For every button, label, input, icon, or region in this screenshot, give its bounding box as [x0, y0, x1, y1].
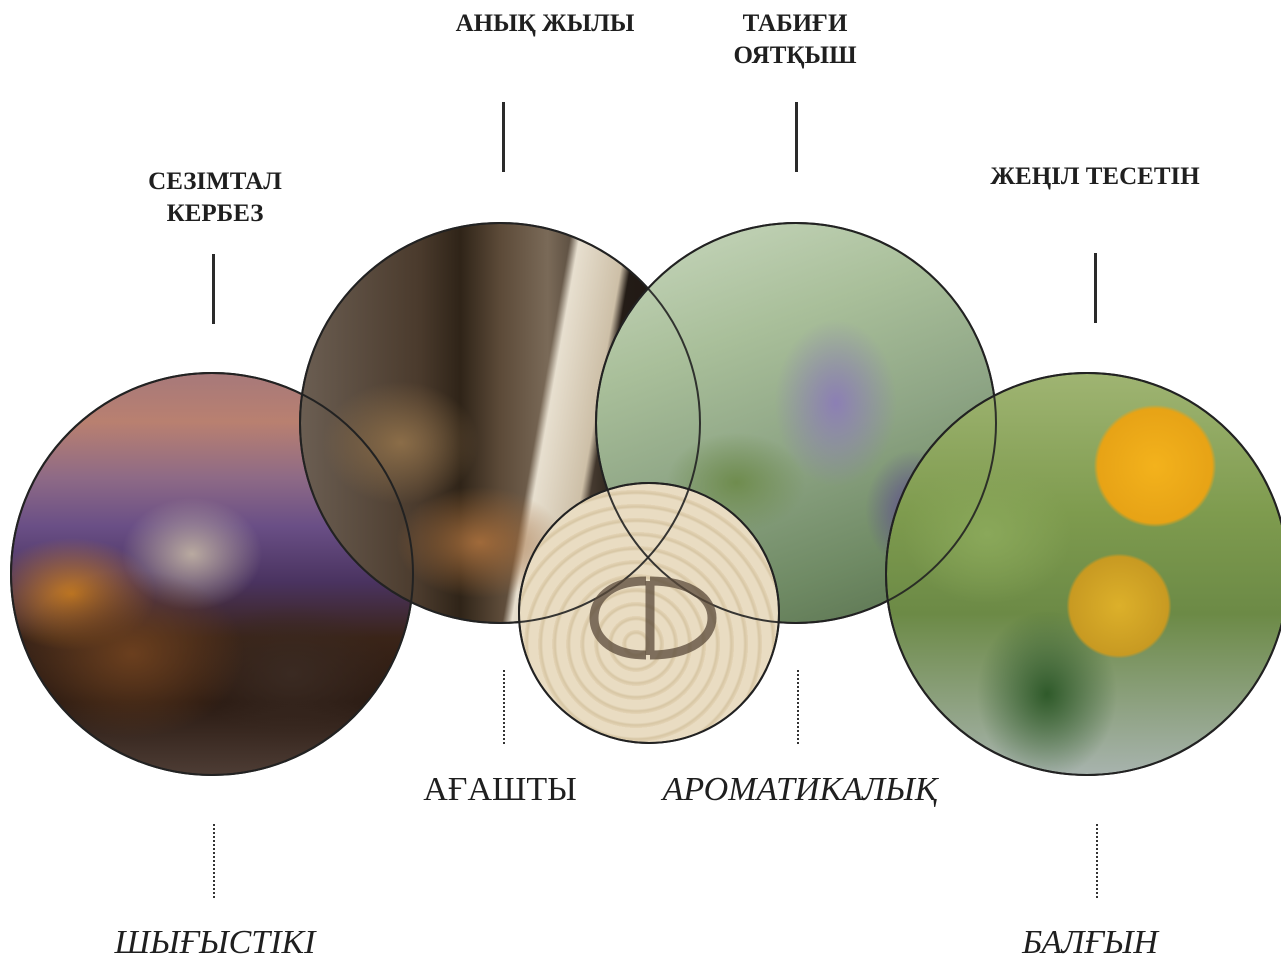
label-sensual-coquette: СЕЗІМТАЛ КЕРБЕЗ — [120, 166, 310, 230]
family-fresh: БАЛҒЫН — [990, 923, 1190, 963]
dotted-line-woody — [503, 670, 505, 744]
dotted-line-fresh — [1096, 824, 1098, 898]
dotted-line-oriental — [213, 824, 215, 898]
connector-line-warm — [502, 102, 505, 172]
label-pure-warm: АНЫҚ ЖЫЛЫ — [425, 8, 665, 40]
family-aromatic: АРОМАТИКАЛЫҚ — [640, 770, 960, 810]
label-natural-awakener: ТАБИҒИ ОЯТҚЫШ — [705, 8, 885, 72]
connector-line-sensual — [212, 254, 215, 324]
fresh-circle-image — [885, 372, 1281, 776]
dotted-line-aromatic — [797, 670, 799, 744]
connector-line-natural — [795, 102, 798, 172]
family-oriental: ШЫҒЫСТІКІ — [80, 923, 350, 963]
label-light-piercing: ЖЕҢІЛ ТЕСЕТІН — [950, 161, 1240, 193]
family-woody: АҒАШТЫ — [380, 770, 620, 810]
wood-slice-circle-image — [518, 482, 780, 744]
connector-line-light — [1094, 253, 1097, 323]
